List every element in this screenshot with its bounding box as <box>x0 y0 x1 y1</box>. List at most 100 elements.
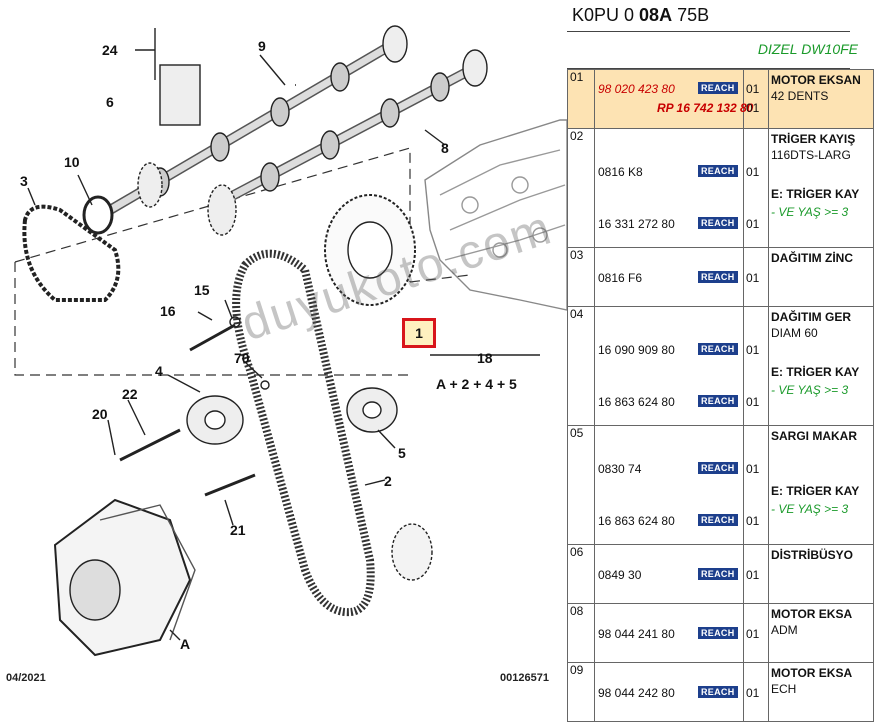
callout-5[interactable]: 5 <box>398 445 406 461</box>
part-ref-cell: 0830 74 REACH 16 863 624 80 REACH <box>594 425 744 545</box>
quantity: 01 <box>746 462 760 476</box>
reach-badge: REACH <box>698 568 738 580</box>
description-title: MOTOR EKSA <box>771 666 853 680</box>
description-text: ECH <box>771 682 797 696</box>
callout-a[interactable]: A <box>180 636 191 652</box>
quantity-cell: 01 <box>743 662 769 722</box>
part-ref-cell: 98 044 242 80 REACH <box>594 662 744 722</box>
quantity: 01 <box>746 395 760 409</box>
quantity: 01 <box>746 271 760 285</box>
callout-4[interactable]: 4 <box>155 363 163 379</box>
row-number: 08 <box>567 603 595 663</box>
part-number[interactable]: 98 044 241 80 <box>598 627 675 641</box>
description-text: 42 DENTS <box>771 89 829 103</box>
reach-badge: REACH <box>698 627 738 639</box>
callout-21[interactable]: 21 <box>230 522 246 538</box>
description-title: MOTOR EKSAN <box>771 73 861 87</box>
part-number[interactable]: 98 044 242 80 <box>598 686 675 700</box>
part-number[interactable]: 0816 F6 <box>598 271 643 285</box>
callout-2[interactable]: 2 <box>384 473 392 489</box>
part-number[interactable]: 98 020 423 80 <box>598 82 675 96</box>
description-condition: - VE YAŞ >= 3 <box>771 205 849 219</box>
callout-70[interactable]: 70 <box>234 350 250 366</box>
quantity: 01 <box>746 686 760 700</box>
description-text: ADM <box>771 623 798 637</box>
callout-1-selected[interactable]: 1 <box>402 318 436 348</box>
callout-8[interactable]: 8 <box>441 140 449 156</box>
row-number: 03 <box>567 247 595 307</box>
callout-22[interactable]: 22 <box>122 386 138 402</box>
quantity: 01 <box>746 165 760 179</box>
description-text: 116DTS-LARG <box>771 148 851 162</box>
reach-badge: REACH <box>698 462 738 474</box>
part-number[interactable]: 0816 K8 <box>598 165 643 179</box>
quantity: 01 <box>746 627 760 641</box>
callout-10[interactable]: 10 <box>64 154 80 170</box>
quantity-cell: 01 01 <box>743 306 769 426</box>
quantity: 01 <box>746 343 760 357</box>
description-cell: MOTOR EKSAN 42 DENTS <box>768 69 874 129</box>
callout-20[interactable]: 20 <box>92 406 108 422</box>
callout-9[interactable]: 9 <box>258 38 266 54</box>
part-number[interactable]: 16 090 909 80 <box>598 343 675 357</box>
parts-diagram: 24 9 6 10 3 8 16 15 70 18 A + 2 + 4 + 5 … <box>6 25 568 684</box>
part-ref-cell: 98 044 241 80 REACH <box>594 603 744 663</box>
part-number[interactable]: 16 331 272 80 <box>598 217 675 231</box>
description-note-title: E: TRİGER KAY <box>771 484 860 498</box>
footer-date: 04/2021 <box>6 672 46 684</box>
header-bold: 08A <box>639 5 673 25</box>
header-prefix: K0PU 0 <box>572 5 640 25</box>
part-number[interactable]: 16 863 624 80 <box>598 395 675 409</box>
quantity: 01 <box>746 217 760 231</box>
callout-24[interactable]: 24 <box>102 42 118 58</box>
footer-code: 00126571 <box>500 672 549 684</box>
part-number[interactable]: 0830 74 <box>598 462 642 476</box>
parts-header: K0PU 0 08A 75B <box>567 0 850 32</box>
row-number: 09 <box>567 662 595 722</box>
part-number[interactable]: 0849 30 <box>598 568 642 582</box>
description-title: TRİGER KAYIŞ <box>771 132 856 146</box>
quantity-cell: 01 01 <box>743 128 769 248</box>
formula-text: A + 2 + 4 + 5 <box>436 376 517 392</box>
description-note-title: E: TRİGER KAY <box>771 187 860 201</box>
reach-badge: REACH <box>698 165 738 177</box>
callout-3[interactable]: 3 <box>20 173 28 189</box>
callout-18[interactable]: 18 <box>477 350 493 366</box>
row-number: 01 <box>567 69 595 129</box>
row-number: 02 <box>567 128 595 248</box>
callout-6[interactable]: 6 <box>106 94 114 110</box>
exploded-view-drawing <box>14 25 568 657</box>
part-number[interactable]: 16 863 624 80 <box>598 514 675 528</box>
reach-badge: REACH <box>698 514 738 526</box>
quantity: 01 <box>746 101 760 115</box>
reach-badge: REACH <box>698 82 738 94</box>
part-ref-cell: 98 020 423 80 REACH RP 16 742 132 80 <box>594 69 753 129</box>
callout-15[interactable]: 15 <box>194 282 210 298</box>
engine-label: DIZEL DW10FE <box>757 41 858 57</box>
callout-16[interactable]: 16 <box>160 303 176 319</box>
reach-badge: REACH <box>698 686 738 698</box>
description-title: MOTOR EKSA <box>771 607 853 621</box>
description-title: DAĞITIM ZİNC <box>771 251 853 265</box>
part-number[interactable]: RP 16 742 132 80 <box>657 101 754 115</box>
reach-badge: REACH <box>698 343 738 355</box>
engine-row: DIZEL DW10FE <box>567 32 858 69</box>
description-cell: DAĞITIM ZİNC <box>768 247 874 307</box>
description-cell: TRİGER KAYIŞ 116DTS-LARG E: TRİGER KAY - VE… <box>768 128 874 248</box>
row-number: 05 <box>567 425 595 545</box>
row-number: 06 <box>567 544 595 604</box>
